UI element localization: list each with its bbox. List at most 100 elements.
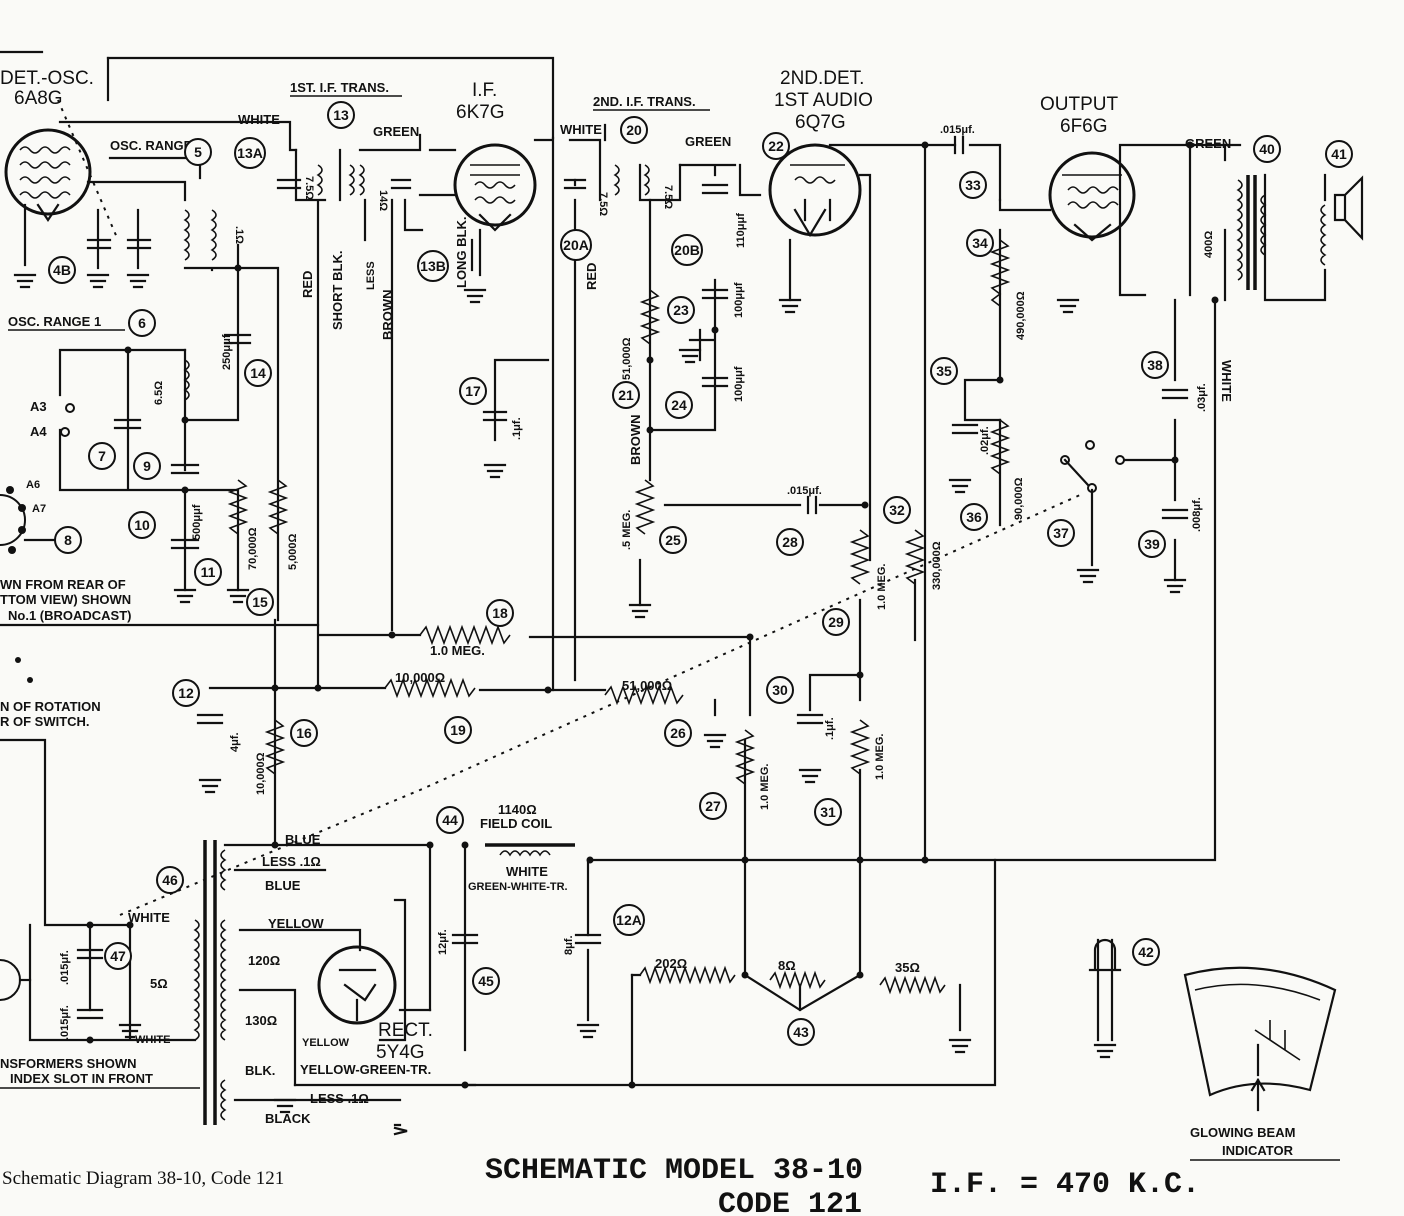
red-label-2: RED xyxy=(584,263,599,290)
ground-symbols xyxy=(13,273,1187,1114)
yellow-green-tr-label: YELLOW-GREEN-TR. xyxy=(300,1062,431,1077)
callout-15: 15 xyxy=(246,588,274,616)
value-c1b: .1μf. xyxy=(824,717,836,740)
callout-8: 8 xyxy=(54,526,82,554)
svg-text:27: 27 xyxy=(705,798,721,814)
value-c02: .02μf. xyxy=(979,426,991,455)
callout-47: 47 xyxy=(104,942,132,970)
svg-text:32: 32 xyxy=(889,502,905,518)
note-rot-2: R OF SWITCH. xyxy=(0,714,90,729)
value-r51k: 51,000Ω xyxy=(621,337,633,380)
svg-text:18: 18 xyxy=(492,605,508,621)
coils xyxy=(183,164,1327,1121)
component-values: 7.5Ω 14Ω .1Ω 7.5Ω 7.5Ω .015μf. 250μμf 11… xyxy=(59,124,1215,1040)
callout-11: 11 xyxy=(194,558,222,586)
tube-6q7g xyxy=(768,143,862,238)
value-14: 14Ω xyxy=(377,190,389,211)
value-c110: 110μμf xyxy=(735,213,747,248)
callout-12: 12 xyxy=(172,679,200,707)
callout-26: 26 xyxy=(664,719,692,747)
value-7-5c: 7.5Ω xyxy=(662,185,674,209)
note-rot-1: N OF ROTATION xyxy=(0,699,101,714)
det2-label-1: 2ND.DET. xyxy=(780,68,864,89)
svg-text:26: 26 xyxy=(670,725,686,741)
svg-text:20B: 20B xyxy=(674,242,700,258)
value-7-5b: 7.5Ω xyxy=(597,192,609,216)
value-r130: 130Ω xyxy=(245,1013,277,1028)
value-r6-5: 6.5Ω xyxy=(153,381,165,405)
det2-label-3: 6Q7G xyxy=(795,112,846,133)
output-label-2: 6F6G xyxy=(1060,116,1108,137)
brown-label: BROWN xyxy=(380,289,395,340)
callout-13a: 13A xyxy=(234,137,266,169)
tube-6k7g xyxy=(453,143,537,232)
svg-text:12A: 12A xyxy=(616,912,642,928)
callout-36: 36 xyxy=(960,503,988,531)
value-c015top: .015μf. xyxy=(940,124,975,136)
value-c100a: 100μμf xyxy=(733,282,745,318)
schematic-title: SCHEMATIC MODEL 38-10 xyxy=(485,1154,863,1188)
svg-text:9: 9 xyxy=(143,458,151,474)
svg-text:34: 34 xyxy=(972,235,988,251)
tube-6a8g xyxy=(4,128,92,222)
callout-14: 14 xyxy=(244,359,272,387)
callout-4b: 4B xyxy=(48,256,76,284)
value-r400: 400Ω xyxy=(1203,231,1215,258)
callout-9: 9 xyxy=(133,452,161,480)
red-label-1: RED xyxy=(300,271,315,298)
white-label-3: WHITE xyxy=(1219,360,1234,402)
svg-text:38: 38 xyxy=(1147,357,1163,373)
callout-13b: 13B xyxy=(417,250,449,282)
callout-28: 28 xyxy=(776,528,804,556)
callout-32: 32 xyxy=(883,496,911,524)
green-label-1: GREEN xyxy=(373,124,419,139)
svg-text:33: 33 xyxy=(965,177,981,193)
svg-text:13B: 13B xyxy=(420,258,446,274)
rect-label-1: RECT. xyxy=(378,1020,433,1041)
less1-label-1: LESS .1Ω xyxy=(262,854,321,869)
if-frequency: I.F. = 470 K.C. xyxy=(930,1168,1200,1202)
less-label: LESS xyxy=(365,261,377,290)
callouts: 4B 5 6 7 8 9 10 11 12 12A 13 13A 13B 14 … xyxy=(48,101,1353,1046)
svg-text:45: 45 xyxy=(478,973,494,989)
less1-label-2: LESS .1Ω xyxy=(310,1091,369,1106)
value-r10k-19: 10,000Ω xyxy=(395,670,445,685)
value-r90k: 90,000Ω xyxy=(1013,477,1025,520)
rect-label-2: 5Y4G xyxy=(376,1042,425,1063)
svg-text:22: 22 xyxy=(768,138,784,154)
svg-text:23: 23 xyxy=(673,302,689,318)
callout-27: 27 xyxy=(699,792,727,820)
value-r51k-26: 51,000Ω xyxy=(622,678,672,693)
svg-text:35: 35 xyxy=(936,363,952,379)
det-osc-label-2: 6A8G xyxy=(14,88,63,109)
callout-46: 46 xyxy=(156,866,184,894)
value-c100b: 100μμf xyxy=(733,366,745,402)
brown-label-2: BROWN xyxy=(628,414,643,465)
black-label: BLACK xyxy=(265,1111,311,1126)
svg-text:5: 5 xyxy=(194,144,202,160)
svg-text:43: 43 xyxy=(793,1024,809,1040)
svg-text:44: 44 xyxy=(442,812,458,828)
svg-text:46: 46 xyxy=(162,872,178,888)
svg-text:30: 30 xyxy=(772,682,788,698)
value-c1a: .1μf. xyxy=(511,417,523,440)
svg-text:17: 17 xyxy=(465,383,481,399)
wire-labels: 1ST. I.F. TRANS. 2ND. I.F. TRANS. WHITE … xyxy=(8,80,1234,1126)
a4-label: A4 xyxy=(30,424,47,439)
callout-5: 5 xyxy=(184,138,212,166)
a6-label: A6 xyxy=(26,479,40,491)
svg-text:16: 16 xyxy=(296,725,312,741)
value-r330k: 330,000Ω xyxy=(931,541,943,590)
value-r35: 35Ω xyxy=(895,960,920,975)
svg-text:39: 39 xyxy=(1144,536,1160,552)
det-osc-label-1: DET.-OSC. xyxy=(0,68,94,89)
value-r10k-16: 10,000Ω xyxy=(255,752,267,795)
svg-text:15: 15 xyxy=(252,594,268,610)
note-top-2: TTOM VIEW) SHOWN xyxy=(0,592,131,607)
svg-text:25: 25 xyxy=(665,532,681,548)
svg-text:12: 12 xyxy=(178,685,194,701)
value-c4: 4μf. xyxy=(229,732,241,752)
svg-text:47: 47 xyxy=(110,948,126,964)
callout-35: 35 xyxy=(930,357,958,385)
